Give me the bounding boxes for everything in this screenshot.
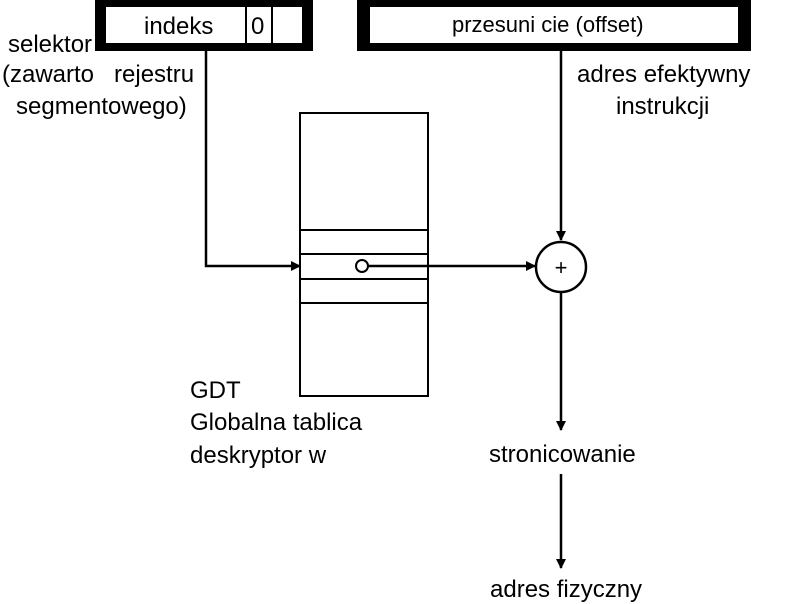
paging-label: stronicowanie — [489, 441, 636, 468]
selector-register: indeks 0 — [95, 0, 313, 51]
effective-address-caption: adres efektywny instrukcji — [577, 61, 750, 120]
selector-caption-line1: selektor — [8, 31, 92, 58]
selector-caption: selektor (zawarto rejestru segmentowego) — [2, 31, 194, 120]
selector-index-label: indeks — [144, 13, 213, 40]
effective-address-line1: adres efektywny — [577, 61, 750, 88]
effective-address-line2: instrukcji — [616, 93, 709, 120]
gdt-caption-line3: deskryptor w — [190, 442, 327, 469]
selector-ti-bit: 0 — [251, 13, 264, 40]
gdt-table — [299, 112, 429, 397]
adder-node: + — [534, 240, 588, 294]
selector-register-body — [106, 7, 302, 43]
selector-caption-line2: (zawarto rejestru — [2, 61, 194, 88]
adder-circle — [534, 240, 588, 294]
gdt-caption-line2: Globalna tablica — [190, 409, 363, 436]
gdt-caption: GDT Globalna tablica deskryptor w — [190, 377, 363, 469]
offset-register-body — [370, 7, 738, 43]
gdt-caption-line1: GDT — [190, 377, 241, 404]
descriptor-base-point — [355, 259, 369, 273]
adder-plus-symbol: + — [555, 255, 568, 280]
offset-label: przesuni cie (offset) — [452, 12, 644, 37]
offset-register: przesuni cie (offset) — [357, 0, 751, 51]
selector-to-gdt-arrow — [204, 51, 301, 271]
physical-address-label: adres fizyczny — [490, 576, 642, 603]
selector-caption-line3: segmentowego) — [16, 93, 187, 120]
